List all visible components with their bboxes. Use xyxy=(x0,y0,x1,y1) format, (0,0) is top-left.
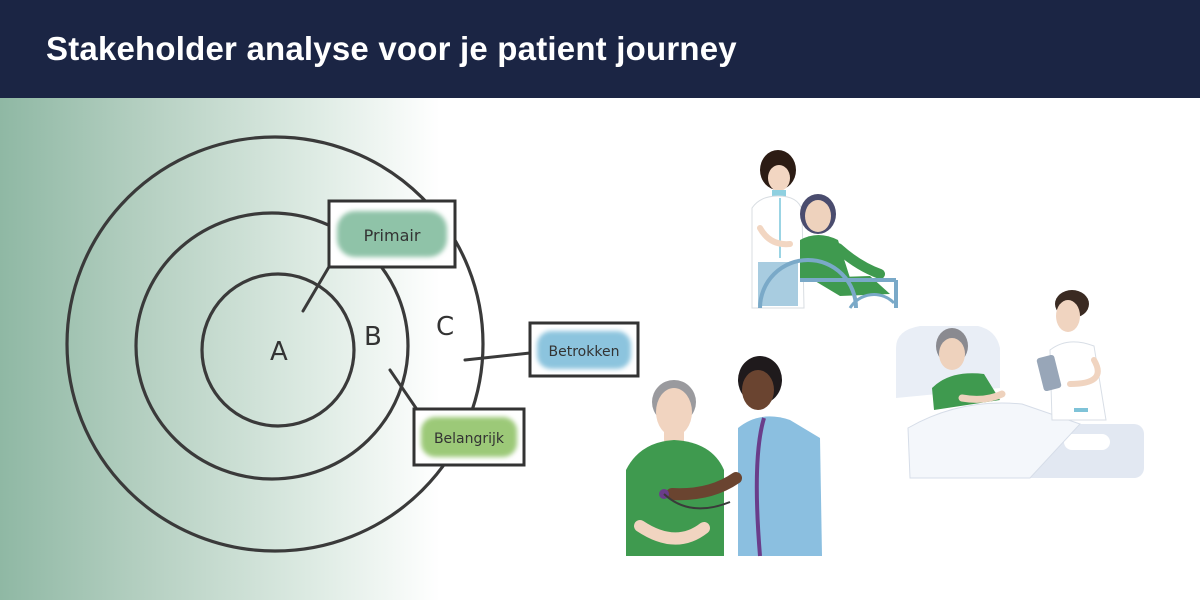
tag-belangrijk-label: Belangrijk xyxy=(434,431,505,447)
header-bar: Stakeholder analyse voor je patient jour… xyxy=(0,0,1200,98)
ring-label-b: B xyxy=(364,322,382,352)
illustration-doctor-stethoscope xyxy=(626,356,822,557)
ring-label-a: A xyxy=(270,337,288,367)
tag-primair: Primair xyxy=(327,199,457,269)
green-gradient-background xyxy=(0,98,440,600)
slide-canvas: A B C Primair Belangrijk Betrokken xyxy=(0,98,1200,600)
connector-belangrijk xyxy=(388,368,420,413)
ring-outer-c xyxy=(65,135,485,553)
connector-betrokken xyxy=(463,351,532,362)
tag-betrokken-label: Betrokken xyxy=(549,344,620,360)
illustration-hospital-bed xyxy=(896,290,1144,479)
ring-middle-b xyxy=(134,211,410,481)
tag-primair-label: Primair xyxy=(364,226,421,245)
tag-betrokken-fill xyxy=(537,331,631,369)
ring-inner-a xyxy=(200,272,356,428)
tag-belangrijk: Belangrijk xyxy=(412,407,526,467)
ring-label-c: C xyxy=(436,312,454,342)
tag-primair-fill xyxy=(337,211,447,257)
stakeholder-diagram: A B C Primair Belangrijk Betrokken xyxy=(65,135,1144,557)
page-title: Stakeholder analyse voor je patient jour… xyxy=(46,30,737,67)
tag-belangrijk-fill xyxy=(421,417,517,457)
tag-betrokken: Betrokken xyxy=(528,321,640,378)
illustration-wheelchair xyxy=(751,150,898,309)
